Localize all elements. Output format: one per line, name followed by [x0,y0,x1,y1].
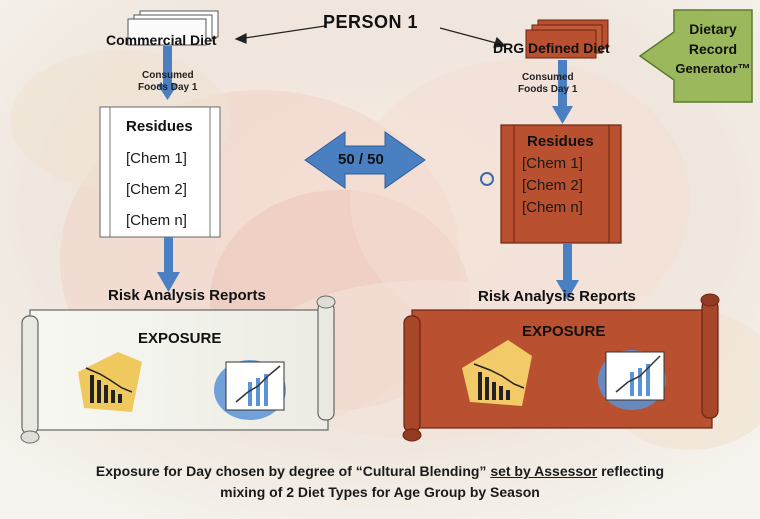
left-exposure-scroll [20,295,336,444]
commercial-diet-papers-icon [127,10,219,46]
footer-underlined: set by Assessor [490,463,598,479]
right-exposure-scroll [402,293,720,442]
right-exposure-label: EXPOSURE [522,323,606,340]
commercial-diet-title: Commercial Diet [106,32,217,48]
left-chem-n: [Chem n] [126,212,187,229]
left-residues-title: Residues [126,118,193,135]
left-residues-box [99,106,221,238]
report-arrows [157,237,579,300]
generator-line1: Dietary [689,21,737,37]
generator-box [638,9,753,103]
blend-ratio-label: 50 / 50 [338,151,384,168]
person-arrows [234,25,507,48]
drg-diet-title: DRG Defined Diet [493,40,610,56]
right-report-title: Risk Analysis Reports [478,288,636,305]
generator-line3: Generator™ [675,61,751,76]
left-consumed-line1: Consumed [142,70,194,81]
left-report-title: Risk Analysis Reports [108,287,266,304]
left-chem-2: [Chem 2] [126,181,187,198]
person-label: PERSON 1 [323,12,419,32]
footer-line2: mixing of 2 Diet Types for Age Group by … [220,484,540,500]
right-residues-box [500,124,622,244]
left-consumed-line2: Foods Day 1 [138,82,198,93]
left-bar-chart-icon [78,352,142,412]
footer-part2: reflecting [597,463,665,479]
right-chem-n: [Chem n] [522,199,583,216]
cursor-ring-icon [480,172,494,186]
right-residues-title: Residues [527,133,594,150]
right-bar-chart-icon [462,340,532,406]
left-exposure-label: EXPOSURE [138,330,222,347]
left-chem-1: [Chem 1] [126,150,187,167]
generator-line2: Record [688,41,738,57]
right-line-chart-icon [598,350,666,410]
right-chem-2: [Chem 2] [522,177,583,194]
consumed-arrows [157,46,573,124]
right-chem-1: [Chem 1] [522,155,583,172]
footer-line1: Exposure for Day chosen by degree of “Cu… [0,463,760,479]
blend-double-arrow [304,131,426,189]
left-line-chart-icon [214,360,286,420]
drg-diet-papers-icon [525,19,609,59]
right-consumed-line2: Foods Day 1 [518,84,578,95]
footer-part1: Exposure for Day chosen by degree of “Cu… [95,463,491,479]
right-consumed-line1: Consumed [522,72,574,83]
